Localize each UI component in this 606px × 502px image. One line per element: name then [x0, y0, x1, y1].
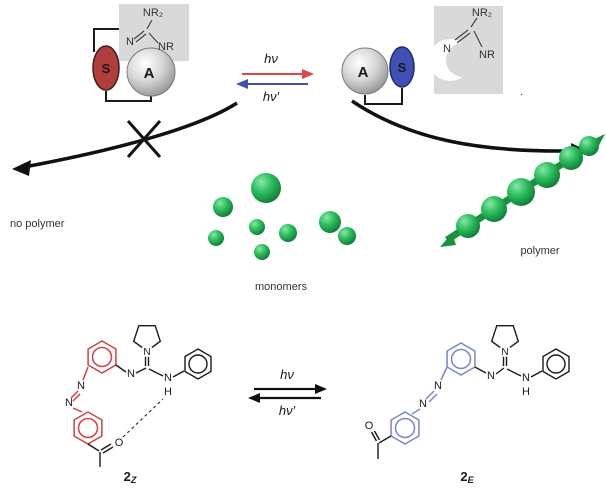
- nh-hydrogen-label: H: [164, 386, 172, 398]
- azo-n-label: N: [434, 380, 442, 392]
- compound-isomer: E: [468, 475, 475, 485]
- monomer-sphere: [213, 197, 233, 217]
- compound-2e-label: 2E: [460, 469, 474, 485]
- stray-dot: .: [520, 86, 523, 98]
- tether-lines: [93, 28, 152, 102]
- monomers-cluster: [208, 173, 356, 260]
- forward-arrow-head: [315, 384, 327, 394]
- compound-number: 2: [124, 469, 131, 484]
- compound-isomer: Z: [130, 475, 137, 485]
- monomer-sphere: [319, 211, 341, 233]
- rod-tail: [440, 233, 456, 247]
- compound-number: 2: [460, 469, 467, 484]
- polymerization-arrow: [351, 99, 588, 159]
- n-label: N: [443, 43, 451, 55]
- label-mask: [499, 345, 511, 357]
- compound-2e: N N N N N H O 2E: [365, 325, 570, 485]
- polymer-sphere: [507, 178, 535, 206]
- tether-line: [364, 88, 403, 105]
- cross-out-x: [126, 120, 162, 158]
- polymer-sphere: [456, 214, 480, 238]
- azo-n-label: N: [419, 398, 427, 410]
- pyrrolidine-n-label: N: [501, 347, 508, 358]
- e-catalyst-complex: A S NR₂ N NR .: [341, 6, 523, 105]
- azo-blue-part: [390, 342, 476, 445]
- nh-hydrogen-label: H: [522, 386, 530, 398]
- carbonyl-o-label: O: [115, 437, 124, 449]
- guanidine-n-label: N: [127, 368, 135, 380]
- sulfur-unit-blue: [389, 46, 415, 88]
- monomer-sphere: [208, 230, 224, 246]
- guanidine-bonds: [454, 17, 483, 48]
- polymer-sphere: [481, 196, 507, 222]
- acid-unit-sphere: [126, 47, 176, 97]
- compound-2z: N N N N N H O 2Z: [65, 325, 212, 485]
- arrow-shaft: [351, 99, 571, 153]
- n-label: N: [126, 36, 134, 48]
- guanidine-nh-label: N: [164, 372, 172, 384]
- arrow-shaft: [23, 101, 238, 169]
- monomers-caption: monomers: [255, 281, 307, 293]
- hv-forward-label: hν: [280, 367, 294, 382]
- compound-2z-label: 2Z: [124, 469, 137, 485]
- polymer-sphere: [579, 136, 599, 156]
- hydrogen-bond-dashed: [122, 398, 164, 438]
- nr-label: NR: [158, 41, 174, 53]
- nr2-label: NR₂: [472, 7, 492, 19]
- polymer-sphere: [559, 146, 583, 170]
- carbonyl-o-label: O: [365, 420, 374, 432]
- sulfur-label: S: [398, 60, 407, 75]
- reverse-arrow-head: [236, 79, 248, 89]
- polymer-sphere: [534, 162, 560, 188]
- guanidine-nh-label: N: [522, 372, 530, 384]
- label-mask: [141, 345, 153, 357]
- hv-reverse-label: hν′: [279, 403, 296, 418]
- azo-red-part: [70, 340, 117, 445]
- polymer-chain: [440, 134, 605, 247]
- monomer-sphere: [279, 224, 297, 242]
- binding-pocket-fill: [446, 43, 480, 77]
- nr-label: NR: [479, 49, 495, 61]
- nr2-label: NR₂: [143, 7, 163, 19]
- no-polymer-caption: no polymer: [10, 218, 65, 230]
- bottom-photoswitch-arrows: hν hν′: [248, 367, 327, 418]
- hv-reverse-label: hν′: [263, 89, 280, 104]
- hv-forward-label: hν: [264, 51, 278, 66]
- guanidine-black-part: [370, 325, 570, 459]
- monomer-sphere: [249, 219, 265, 235]
- monomer-sphere: [251, 173, 281, 203]
- guanidine-n-label: N: [487, 370, 495, 382]
- sulfur-unit-red: [92, 45, 120, 91]
- azo-n-label: N: [77, 380, 85, 392]
- monomer-sphere: [338, 227, 356, 245]
- forward-arrow-head: [302, 69, 314, 79]
- sulfur-label: S: [102, 61, 111, 76]
- azo-n-label: N: [65, 397, 73, 409]
- acid-label: A: [358, 64, 369, 81]
- acid-label: A: [144, 65, 155, 82]
- guanidine-bonds: [133, 19, 159, 44]
- polymer-caption: polymer: [520, 245, 559, 257]
- reverse-arrow-head: [248, 393, 260, 403]
- pyrrolidine-n-label: N: [143, 347, 150, 358]
- monomer-sphere: [254, 244, 270, 260]
- top-photoswitch-arrows: hν hν′: [236, 51, 314, 104]
- arrow-head: [12, 160, 31, 176]
- z-catalyst-complex: S A NR₂ N NR: [92, 4, 189, 102]
- guanidine-black-part: [87, 325, 212, 467]
- acid-unit-sphere: [341, 47, 389, 95]
- no-reaction-arrow: [12, 101, 238, 176]
